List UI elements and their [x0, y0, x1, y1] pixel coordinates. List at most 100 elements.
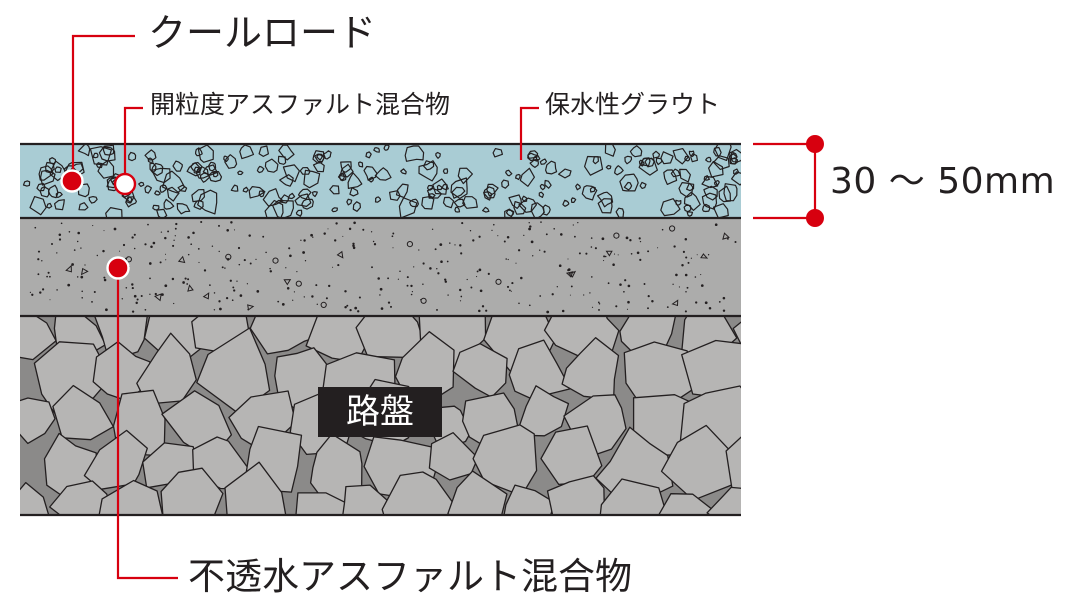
- asphalt-speckle: [159, 261, 162, 264]
- asphalt-grain: [336, 250, 344, 259]
- asphalt-speckle: [353, 221, 356, 225]
- surface-aggregate-stone: [686, 211, 694, 217]
- surface-aggregate-stone: [288, 192, 296, 200]
- asphalt-speckle: [352, 246, 356, 250]
- layer-boundaries: [20, 142, 741, 517]
- surface-aggregate-stone: [597, 198, 613, 214]
- asphalt-speckle: [67, 283, 71, 287]
- surface-aggregate-stone: [331, 207, 338, 213]
- asphalt-speckle: [624, 279, 627, 282]
- asphalt-speckle: [507, 258, 509, 261]
- asphalt-speckle: [627, 284, 631, 288]
- roadbed-stone: [447, 470, 508, 515]
- asphalt-speckle: [76, 276, 79, 278]
- asphalt-speckle: [372, 240, 375, 243]
- asphalt-speckle: [528, 227, 531, 231]
- asphalt-speckle: [638, 237, 641, 240]
- asphalt-speckle: [406, 284, 409, 287]
- asphalt-speckle: [60, 222, 63, 225]
- asphalt-speckle: [37, 273, 40, 276]
- surface-aggregate-stone: [323, 150, 332, 160]
- asphalt-speckle: [187, 236, 190, 239]
- asphalt-grain: [154, 293, 162, 302]
- asphalt-speckle: [84, 264, 86, 266]
- asphalt-speckle: [164, 284, 168, 288]
- surface-aggregate-stone: [701, 176, 719, 189]
- asphalt-speckle: [636, 251, 640, 255]
- asphalt-speckle: [603, 260, 605, 262]
- asphalt-speckle: [399, 270, 401, 273]
- surface-aggregate-stone: [730, 171, 741, 186]
- surface-aggregate-stone: [684, 155, 691, 162]
- surface-aggregate-stone: [530, 202, 545, 218]
- asphalt-speckle: [303, 296, 305, 298]
- asphalt-speckle: [144, 243, 147, 246]
- asphalt-speckles: [29, 220, 737, 314]
- asphalt-speckle: [685, 256, 688, 259]
- asphalt-speckle: [422, 283, 424, 286]
- asphalt-speckle: [135, 301, 138, 305]
- asphalt-speckle: [594, 247, 597, 250]
- asphalt-speckle: [379, 294, 381, 296]
- asphalt-speckle: [397, 278, 400, 280]
- asphalt-speckle: [34, 226, 37, 229]
- asphalt-speckle: [578, 252, 581, 255]
- asphalt-speckle: [470, 286, 473, 289]
- asphalt-speckle: [506, 236, 510, 239]
- asphalt-speckle: [476, 276, 478, 278]
- asphalt-speckle: [103, 230, 105, 232]
- surface-aggregate-stone: [562, 199, 570, 207]
- surface-aggregate-stone: [312, 150, 325, 164]
- asphalt-speckle: [165, 259, 167, 261]
- surface-aggregate-stone: [311, 191, 318, 198]
- asphalt-speckle: [292, 299, 294, 301]
- surface-aggregate-stone: [98, 146, 116, 162]
- asphalt-speckle: [434, 248, 437, 251]
- asphalt-speckle: [459, 244, 462, 247]
- asphalt-speckle: [515, 262, 517, 264]
- asphalt-speckle: [325, 297, 328, 300]
- asphalt-speckle: [131, 310, 135, 313]
- asphalt-speckle: [226, 229, 229, 232]
- asphalt-speckle: [479, 289, 483, 293]
- surface-aggregate-stone: [453, 198, 466, 208]
- surface-aggregate-stone: [492, 148, 503, 158]
- roadbed-stone: [49, 480, 114, 515]
- surface-aggregate-stone: [223, 155, 229, 163]
- asphalt-speckle: [567, 268, 570, 272]
- asphalt-speckle: [219, 307, 222, 311]
- label-thickness: 30 ～ 50mm: [830, 161, 1056, 202]
- asphalt-speckle: [607, 282, 610, 285]
- asphalt-grain: [65, 264, 72, 273]
- asphalt-speckle: [422, 262, 425, 265]
- asphalt-speckle: [567, 258, 569, 260]
- leader-grout: [519, 106, 539, 160]
- asphalt-speckle: [485, 309, 488, 312]
- asphalt-speckle: [209, 284, 211, 286]
- roadbed-stone: [518, 385, 570, 437]
- surface-aggregate-stone: [163, 198, 175, 210]
- asphalt-speckle: [125, 287, 128, 289]
- surface-aggregate-stone: [652, 150, 661, 159]
- asphalt-speckle: [589, 292, 591, 294]
- surface-aggregate-stone: [703, 185, 718, 201]
- surface-aggregate-stone: [314, 153, 325, 163]
- surface-aggregate-stone: [514, 173, 521, 181]
- asphalt-speckle: [505, 258, 507, 260]
- asphalt-speckle: [122, 243, 126, 247]
- surface-aggregate-stone: [237, 170, 244, 176]
- asphalt-speckle: [239, 294, 243, 297]
- asphalt-speckle: [546, 310, 550, 314]
- surface-aggregate-stone: [581, 185, 598, 201]
- asphalt-speckle: [77, 231, 80, 235]
- surface-aggregate-stone: [152, 204, 160, 211]
- surface-aggregate-stone: [138, 181, 145, 187]
- asphalt-speckle: [528, 222, 530, 224]
- asphalt-speckle: [160, 231, 163, 233]
- surface-aggregate-stone: [505, 209, 515, 217]
- label-open-graded-asphalt: 開粒度アスファルト混合物: [150, 90, 451, 119]
- asphalt-speckle: [131, 287, 134, 290]
- asphalt-speckle: [316, 303, 318, 305]
- asphalt-speckle: [103, 278, 107, 282]
- asphalt-speckle: [598, 308, 600, 311]
